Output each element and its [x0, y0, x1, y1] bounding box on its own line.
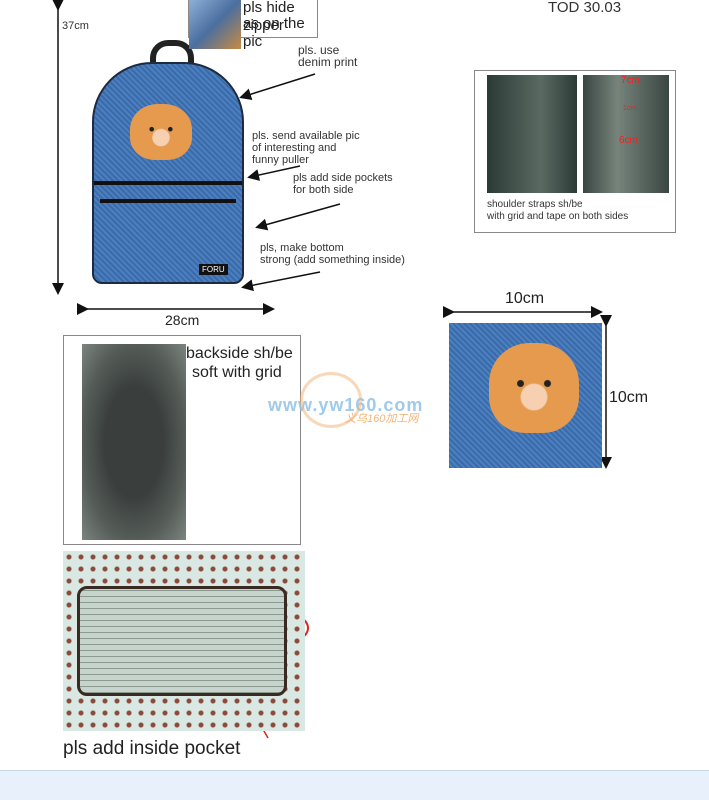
zipper-photo [189, 0, 241, 49]
cat-patch-image [449, 323, 602, 468]
backpack-handle [150, 40, 194, 76]
hide-zipper-note: pls hide zipper as on the pic [188, 0, 318, 50]
inside-pocket-photo [63, 551, 305, 731]
height-label: 37cm [62, 20, 89, 32]
watermark-cn: 义乌160加工网 [345, 413, 419, 425]
order-code: TOD 30.03 [548, 0, 622, 16]
cat-print [130, 104, 192, 160]
watermark-logo [300, 372, 362, 428]
zipper [94, 181, 242, 185]
brand-label: FORU [199, 264, 228, 275]
backpack-image: FORU [92, 62, 244, 284]
cat-face [489, 343, 579, 433]
patch-height-label: 10cm [609, 389, 649, 406]
footer-bar [0, 770, 709, 800]
backside-panel: backside sh/be soft with grid [63, 335, 301, 545]
shoulder-straps-panel: 7cm 1cm 6cm shoulder straps sh/be with g… [474, 70, 676, 233]
pocket-zipper [100, 199, 236, 203]
backside-photo [82, 344, 186, 540]
inside-pocket-note: pls add inside pocket [63, 738, 241, 759]
patch-width-label: 10cm [505, 290, 545, 307]
strap-photo-2: 7cm 1cm 6cm [583, 75, 669, 193]
strap-photo-1 [487, 75, 577, 193]
width-label: 28cm [165, 312, 200, 328]
bag-interior [77, 586, 287, 696]
